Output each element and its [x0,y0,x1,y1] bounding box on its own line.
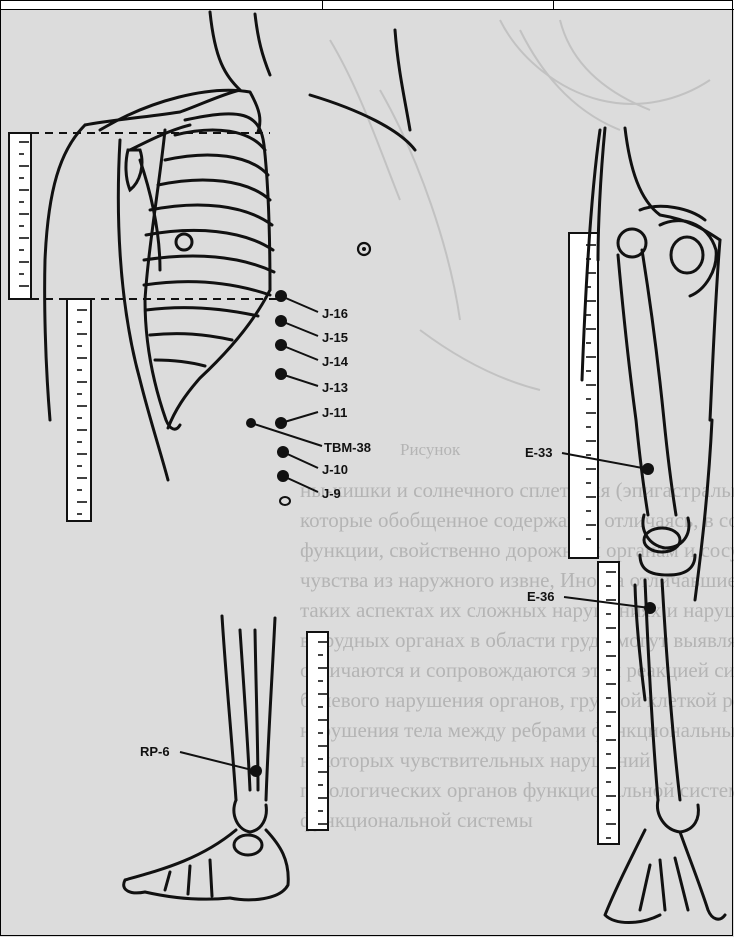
label-TBM-38: TBM-38 [324,440,371,455]
label-J-10: J-10 [322,462,348,477]
midline-points: J-16 J-15 J-14 J-13 J-11 TBM-38 J-10 J-9 [246,290,371,505]
label-J-9: J-9 [322,486,341,501]
navel [280,497,290,505]
top-table-strip [0,0,734,10]
label-J-14: J-14 [322,354,349,369]
right-leg-ruler [569,233,619,844]
label-J-16: J-16 [322,306,348,321]
label-J-11: J-11 [322,405,347,420]
label-E-33: E-33 [525,445,552,460]
label-J-13: J-13 [322,380,348,395]
rib-cage [126,114,274,429]
nipple [358,243,370,255]
lower-leg-ruler [307,632,328,830]
label-E-36: E-36 [527,589,554,604]
calf-point: RP-6 [140,744,262,777]
label-RP-6: RP-6 [140,744,170,759]
label-J-15: J-15 [322,330,348,345]
chest-ruler [9,133,280,521]
